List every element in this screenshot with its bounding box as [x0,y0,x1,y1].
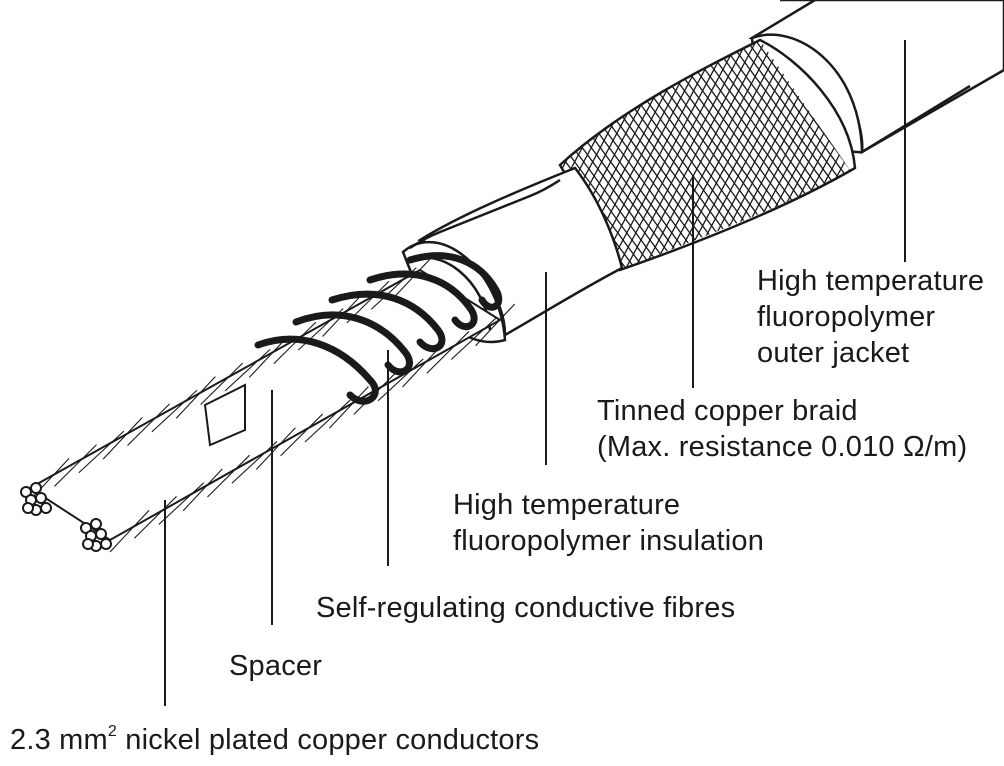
label-insulation: High temperature fluoropolymer insulatio… [453,489,765,557]
conductor-strand [78,430,125,474]
conductor-strand [231,441,278,484]
conductor-strand [53,444,97,487]
conductor-end-lower [80,518,112,552]
conductor-strand [102,417,143,460]
braid-strand [716,40,850,270]
conductors-text: 2.3 mm2 nickel plated copper conductors [10,723,540,756]
braid-strand [240,0,400,300]
label-outer-jacket: High temperature fluoropolymer outer jac… [757,265,985,369]
conductor-strand [127,403,170,446]
conductor-strand [207,454,250,498]
conductor-strand [304,399,351,443]
braid-strand [560,40,704,270]
conductor-strand [224,348,271,392]
braid-strand [258,0,418,300]
braid-strand [608,40,770,270]
label-spacer: Spacer [229,650,323,682]
insulation-wavy-edge [409,178,561,250]
conductor-strand [377,358,424,402]
conductor-strand [158,482,205,525]
braid-strand [560,40,695,270]
conductor-end-upper [20,482,52,516]
conductor-strand [402,344,443,388]
conductor-strand [450,317,497,360]
braid-strand [249,0,409,300]
conductor-strand [273,321,317,365]
conductor-strand [133,496,177,539]
braid-strand [560,40,659,270]
conductor-strand [255,427,296,470]
conductive-fibres [254,252,503,405]
conductor-strand [175,376,216,419]
label-conductors: 2.3 mm2 nickel plated copper conductors [10,722,539,758]
braid-strand [560,40,668,270]
conductor-strand [151,389,198,433]
conductor-strand [280,413,324,457]
conductor-core [28,268,502,542]
leader-lines [164,40,906,706]
conductor-strand [200,362,244,406]
label-braid: Tinned copper braid (Max. resistance 0.0… [597,395,968,463]
conductor-strand [328,386,369,429]
conductor-strand [182,468,223,512]
conductor-strand [109,509,150,553]
braid-strand [707,40,850,270]
braid-strand [617,40,779,270]
conductor-strand [426,331,470,374]
conductor-strand [475,303,516,347]
braid-strand [626,40,788,270]
label-fibres: Self-regulating conductive fibres [316,592,736,624]
braid-strand [725,40,850,270]
